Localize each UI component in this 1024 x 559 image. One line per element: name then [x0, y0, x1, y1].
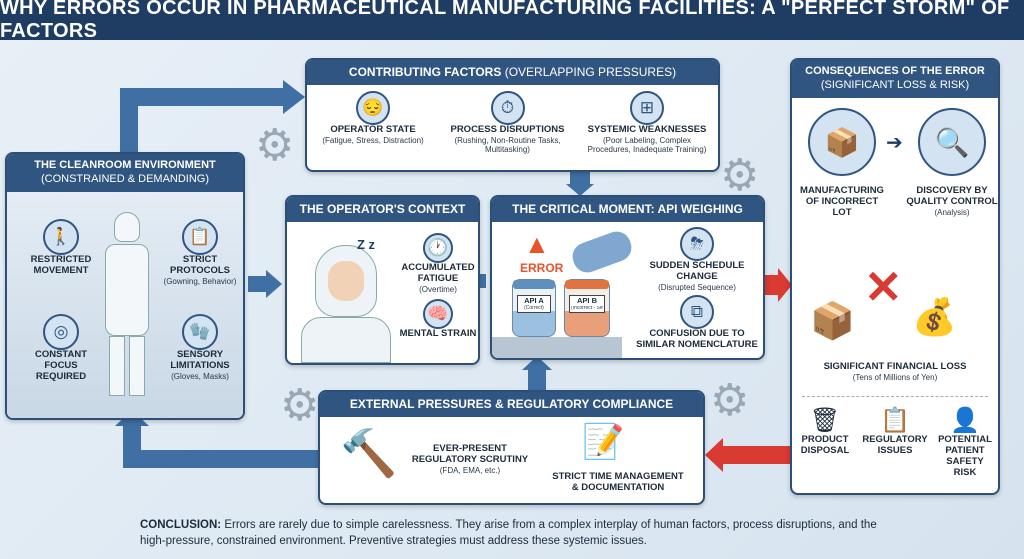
- consequence-step: 🔍DISCOVERY BY QUALITY CONTROL(Analysis): [904, 108, 998, 217]
- error-label: ERROR: [520, 261, 564, 275]
- consequences-panel: CONSEQUENCES OF THE ERROR(SIGNIFICANT LO…: [790, 58, 1000, 495]
- flow-arrowhead: [283, 80, 305, 114]
- operator-item: 🕐ACCUMULATED FATIGUE(Overtime): [399, 233, 477, 294]
- consequence-step: 📦MANUFACTURING OF INCORRECT LOT: [796, 108, 888, 219]
- consequence-item: 👤POTENTIAL PATIENT SAFETY RISK: [934, 406, 996, 479]
- stopwatch-icon: ⏱: [490, 91, 525, 125]
- cleanroom-item: 🧤SENSORY LIMITATIONS(Gloves, Masks): [157, 314, 243, 381]
- sleep-z: Z z: [357, 237, 376, 252]
- similar-jars-icon: ⧉: [680, 295, 714, 329]
- org-chart-icon: ⊞: [630, 91, 664, 125]
- consequences-subtitle: (SIGNIFICANT LOSS & RISK): [820, 78, 970, 91]
- consequence-item: 🗑PRODUCT DISPOSAL: [794, 406, 856, 479]
- bench: [492, 337, 622, 358]
- critical-moment-panel: THE CRITICAL MOMENT: API WEIGHING ▲ ERRO…: [490, 195, 765, 360]
- operator-item: 🧠MENTAL STRAIN: [399, 299, 477, 340]
- jar-api-b: API B(Incorrect - Similar N: [564, 279, 610, 337]
- divider: [802, 396, 988, 397]
- flow-arrow: [140, 450, 320, 468]
- red-x-icon: ✕: [864, 261, 903, 313]
- flow-arrowhead: [266, 270, 282, 298]
- factor-item: 😔OPERATOR STATE(Fatigue, Stress, Distrac…: [313, 91, 433, 154]
- red-arrow: [765, 275, 779, 295]
- gear-icon: ⚙: [710, 376, 750, 425]
- flow-arrow: [123, 420, 141, 468]
- contributing-subtitle: (OVERLAPPING PRESSURES): [504, 65, 677, 79]
- clock-icon: 🕐: [423, 233, 453, 263]
- cleanroom-worker-figure: [105, 212, 149, 402]
- jar-api-a: API A(Correct): [512, 279, 556, 337]
- external-pressures-panel: EXTERNAL PRESSURES & REGULATORY COMPLIAN…: [318, 390, 705, 505]
- document-magnifier-icon: 🔍: [918, 108, 986, 176]
- arrow-right-icon: ➔: [886, 132, 903, 154]
- brain-icon: 🧠: [423, 299, 453, 329]
- operator-title: THE OPERATOR'S CONTEXT: [287, 197, 478, 222]
- main-title: WHY ERRORS OCCUR IN PHARMACEUTICAL MANUF…: [0, 0, 1024, 42]
- contributing-factors-panel: CONTRIBUTING FACTORS (OVERLAPPING PRESSU…: [305, 58, 720, 172]
- patient-warning-icon: 👤: [950, 407, 980, 434]
- gloves-icon: 🧤: [182, 314, 218, 350]
- flow-arrow: [570, 172, 590, 186]
- cleanroom-item: ◎CONSTANT FOCUS REQUIRED: [21, 314, 101, 383]
- tired-operator-figure: [301, 245, 391, 363]
- contributing-title: CONTRIBUTING FACTORS: [348, 65, 502, 79]
- target-icon: ◎: [43, 314, 79, 350]
- conclusion: CONCLUSION: Errors are rarely due to sim…: [140, 519, 877, 547]
- cleanroom-panel: THE CLEANROOM ENVIRONMENT(CONSTRAINED & …: [5, 152, 245, 420]
- financial-loss-sub: (Tens of Millions of Yen): [852, 372, 938, 382]
- external-item: EVER-PRESENT REGULATORY SCRUTINY(FDA, EM…: [411, 443, 529, 475]
- walking-person-icon: 🚶: [43, 219, 79, 255]
- financial-loss-label: SIGNIFICANT FINANCIAL LOSS: [823, 361, 967, 372]
- red-arrow: [722, 446, 792, 464]
- factor-item: ⏱PROCESS DISRUPTIONS(Rushing, Non-Routin…: [445, 91, 570, 154]
- cleanroom-item: 🚶RESTRICTED MOVEMENT: [21, 219, 101, 277]
- cleanroom-subtitle: (CONSTRAINED & DEMANDING): [40, 172, 210, 185]
- consequences-title: CONSEQUENCES OF THE ERROR: [805, 65, 985, 77]
- flow-arrowhead: [566, 184, 594, 196]
- consequence-item: 📋REGULATORY ISSUES: [862, 407, 928, 456]
- gear-icon: ⚙: [255, 121, 295, 170]
- red-arrowhead: [705, 438, 723, 472]
- gloved-hand: [568, 227, 636, 277]
- product-boxes-icon: 📦: [810, 300, 855, 341]
- gear-icon: ⚙: [280, 381, 320, 430]
- storm-cloud-icon: ⛈: [680, 227, 714, 261]
- cleanroom-title: THE CLEANROOM ENVIRONMENT: [34, 159, 216, 171]
- clipboard-alert-icon: 📋: [880, 407, 910, 434]
- document-pen-icon: 📝: [582, 423, 625, 461]
- external-title: EXTERNAL PRESSURES & REGULATORY COMPLIAN…: [320, 392, 703, 417]
- operator-context-panel: THE OPERATOR'S CONTEXT Z z 🕐ACCUMULATED …: [285, 195, 480, 365]
- warning-triangle-icon: ▲: [524, 229, 550, 259]
- flow-arrow: [480, 274, 486, 288]
- red-arrowhead: [778, 268, 792, 302]
- external-item: STRICT TIME MANAGEMENT & DOCUMENTATION: [552, 471, 684, 493]
- money-bags-icon: 💰: [912, 296, 957, 337]
- boxes-icon: 📦: [808, 108, 876, 176]
- checklist-icon: 📋: [182, 219, 218, 255]
- critical-item: ⛈SUDDEN SCHEDULE CHANGE(Disrupted Sequen…: [632, 227, 762, 292]
- trash-icon: 🗑: [809, 407, 841, 434]
- tired-operator-icon: 😔: [356, 91, 390, 125]
- flow-arrow: [248, 276, 268, 292]
- gear-icon: ⚙: [720, 151, 760, 200]
- critical-item: ⧉CONFUSION DUE TO SIMILAR NOMENCLATURE: [632, 295, 762, 351]
- flow-arrow: [528, 368, 546, 390]
- gavel-icon: 🔨: [340, 427, 398, 479]
- cleanroom-item: 📋STRICT PROTOCOLS(Gowning, Behavior): [157, 219, 243, 286]
- critical-title: THE CRITICAL MOMENT: API WEIGHING: [492, 197, 763, 222]
- flow-arrow: [120, 88, 285, 106]
- factor-item: ⊞SYSTEMIC WEAKNESSES(Poor Labeling, Comp…: [582, 91, 712, 154]
